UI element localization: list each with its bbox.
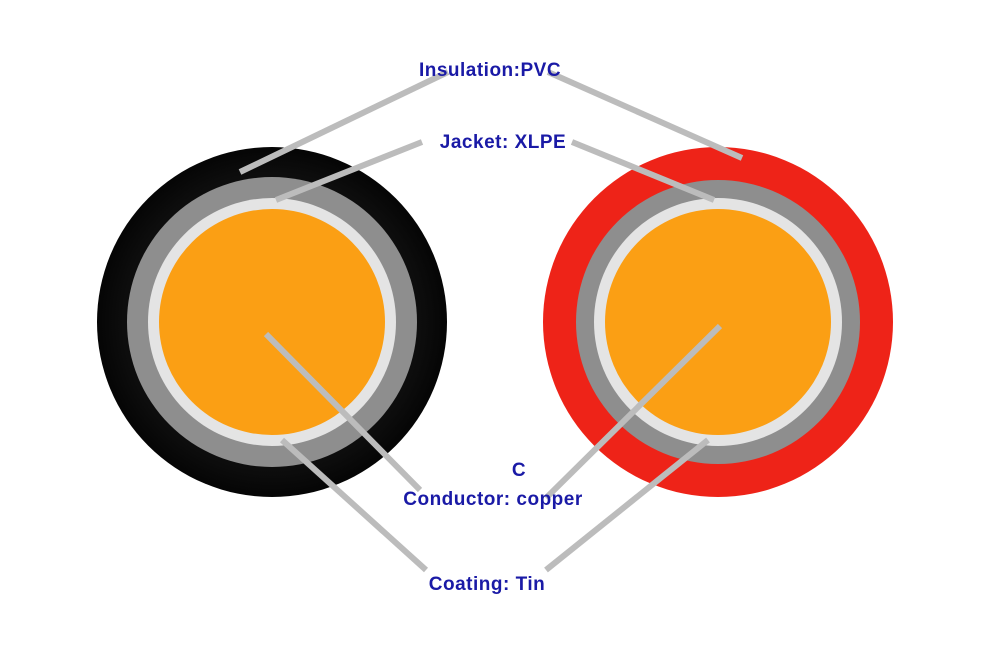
right-conductor-core [605,209,831,435]
leader-jacket-right [570,139,716,203]
leader-coating-right [544,437,710,573]
leader-coating-left [279,437,429,573]
left-conductor-core [159,209,385,435]
coating-label: Coating: Tin [429,574,545,595]
right-cable [543,147,893,497]
jacket-label: Jacket: XLPE [440,132,566,153]
leader-insulation-right [546,69,744,161]
insulation-label: Insulation:PVC [419,60,561,81]
leader-insulation-left [238,69,450,175]
leader-jacket-left [274,139,424,203]
leader-lines [238,69,744,573]
conductor-label: Conductor: copper [403,489,583,510]
left-cable [97,147,447,497]
conductor-letter-label: C [512,460,526,481]
leader-conductor-right [543,323,723,501]
leader-conductor-left [263,331,423,493]
